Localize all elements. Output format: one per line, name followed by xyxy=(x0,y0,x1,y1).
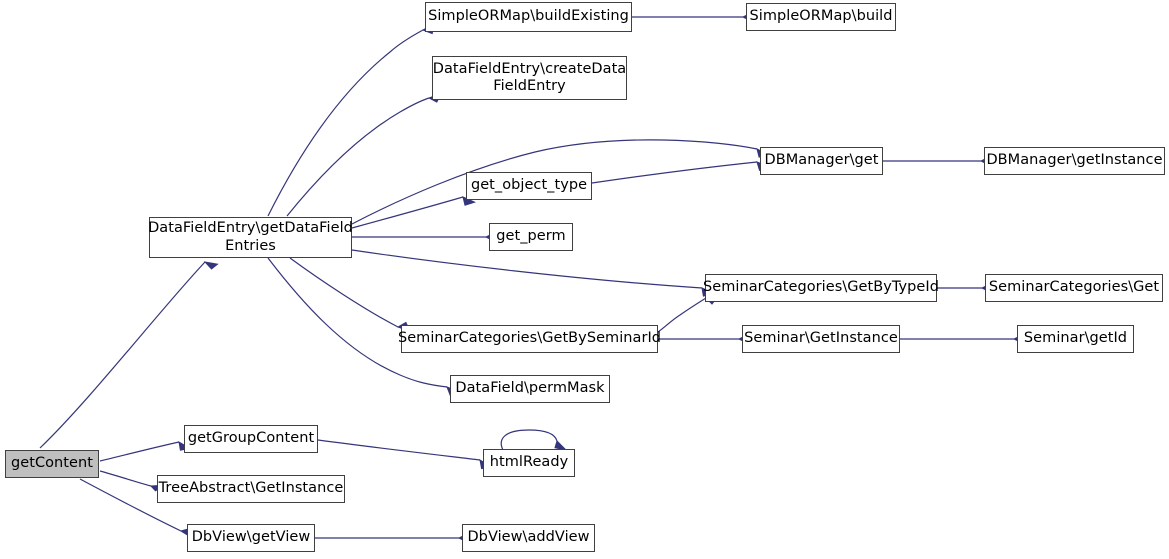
graph-node-label: DataField\permMask xyxy=(455,380,605,397)
edge-getContent-to-getDataFieldEntries xyxy=(39,261,219,449)
graph-node-label: SimpleORMap\build xyxy=(749,8,893,25)
edge-getGroupContent-to-htmlReady xyxy=(317,439,493,470)
graph-node-label: DbView\getView xyxy=(191,529,311,546)
arrowhead-icon xyxy=(203,261,219,270)
graph-node-label: get_perm xyxy=(496,228,566,245)
graph-node-label: getGroupContent xyxy=(187,430,315,447)
edge-getDataFieldEntries-to-get_perm xyxy=(352,230,498,244)
edge-getDataFieldEntries-to-getByTypeId xyxy=(351,249,715,297)
graph-node-dbViewGetView[interactable]: DbView\getView xyxy=(187,524,315,552)
graph-node-label: Seminar\getId xyxy=(1023,330,1128,347)
graph-node-permMask[interactable]: DataField\permMask xyxy=(450,375,610,403)
graph-node-label: DBManager\get xyxy=(764,152,879,169)
edge-seminarGetInstance-to-seminarGetId xyxy=(900,332,1026,346)
edge-get_object_type-to-dbManagerGet xyxy=(591,161,771,184)
edge-getBySeminarId-to-seminarGetInstance xyxy=(658,332,751,346)
edge-getDataFieldEntries-to-get_object_type xyxy=(351,196,477,229)
graph-node-getBySeminarId[interactable]: SeminarCategories\GetBySeminarId xyxy=(398,325,661,353)
graph-node-label: htmlReady xyxy=(489,454,569,471)
graph-node-getContent[interactable]: getContent xyxy=(5,450,99,478)
graph-node-get_object_type[interactable]: get_object_type xyxy=(466,172,592,200)
edge-htmlReady-to-htmlReady xyxy=(500,429,568,451)
graph-node-label: get_object_type xyxy=(470,177,588,194)
graph-node-treeAbstractGetInstance[interactable]: TreeAbstract\GetInstance xyxy=(157,475,345,503)
graph-node-simpleORMapBuild[interactable]: SimpleORMap\build xyxy=(746,3,896,31)
graph-node-get_perm[interactable]: get_perm xyxy=(489,223,573,251)
graph-node-label: TreeAbstract\GetInstance xyxy=(158,480,344,497)
graph-node-seminarCategoriesGet[interactable]: SeminarCategories\Get xyxy=(985,274,1163,302)
graph-node-dbManagerGet[interactable]: DBManager\get xyxy=(760,147,883,175)
edge-dbManagerGet-to-dbManagerGetInstance xyxy=(883,154,993,168)
graph-node-label: SimpleORMap\buildExisting xyxy=(428,8,629,25)
edge-getDataFieldEntries-to-buildExisting xyxy=(267,23,435,217)
graph-node-dbViewAddView[interactable]: DbView\addView xyxy=(462,524,595,552)
edge-getContent-to-getGroupContent xyxy=(99,441,192,462)
edge-buildExisting-to-simpleORMapBuild xyxy=(632,10,755,24)
graph-node-label: SeminarCategories\GetByTypeId xyxy=(703,279,939,296)
graph-node-dbManagerGetInstance[interactable]: DBManager\getInstance xyxy=(984,147,1165,175)
graph-node-label: SeminarCategories\GetBySeminarId xyxy=(397,330,662,347)
graph-node-label: DataFieldEntry\getDataField Entries xyxy=(148,220,353,254)
edge-getDataFieldEntries-to-getBySeminarId xyxy=(289,257,411,333)
graph-node-label: Seminar\GetInstance xyxy=(744,330,898,347)
graph-node-createDataFieldEntry[interactable]: DataFieldEntry\createData FieldEntry xyxy=(432,56,627,100)
graph-node-label: DbView\addView xyxy=(467,529,590,546)
graph-node-label: DataFieldEntry\createData FieldEntry xyxy=(432,60,627,94)
edge-getDataFieldEntries-to-createDataFieldEntry xyxy=(286,92,443,217)
graph-node-htmlReady[interactable]: htmlReady xyxy=(483,449,575,477)
graph-node-label: DBManager\getInstance xyxy=(986,152,1163,169)
graph-node-label: SeminarCategories\Get xyxy=(988,279,1160,296)
graph-node-getByTypeId[interactable]: SeminarCategories\GetByTypeId xyxy=(703,274,939,302)
graph-node-getGroupContent[interactable]: getGroupContent xyxy=(184,425,318,453)
graph-node-seminarGetInstance[interactable]: Seminar\GetInstance xyxy=(742,325,900,353)
graph-node-seminarGetId[interactable]: Seminar\getId xyxy=(1017,325,1134,353)
graph-node-label: getContent xyxy=(11,455,93,472)
graph-node-buildExisting[interactable]: SimpleORMap\buildExisting xyxy=(425,2,632,32)
graph-node-getDataFieldEntries[interactable]: DataFieldEntry\getDataField Entries xyxy=(148,217,353,258)
edge-dbViewGetView-to-dbViewAddView xyxy=(315,531,471,545)
